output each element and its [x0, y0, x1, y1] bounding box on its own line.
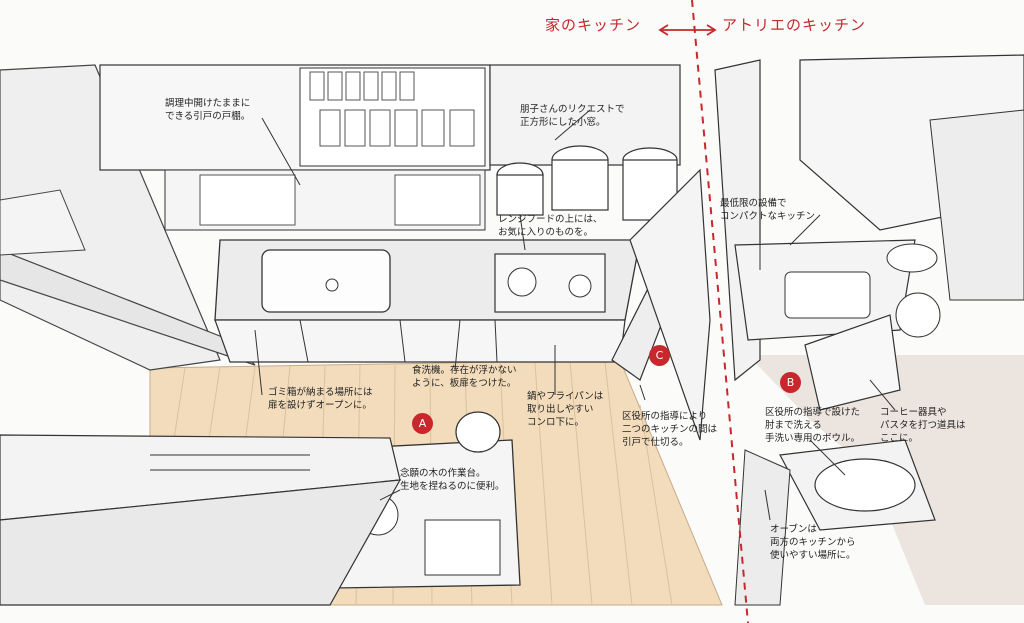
handwash-note: 区役所の指導で設けた 肘まで洗える 手洗い専用のボウル。: [765, 407, 861, 444]
worktable-note: 念願の木の作業台。 生地を捏ねるのに便利。: [400, 468, 505, 492]
oven-note: オーブンは 両方のキッチンから 使いやすい場所に。: [770, 524, 856, 561]
home-kitchen-heading: 家のキッチン: [545, 16, 642, 34]
coffee-shelf: [804, 314, 901, 411]
partition-wall: [629, 168, 711, 441]
atelier-kitchen-heading: アトリエのキッチン: [722, 16, 867, 34]
divider-line: [691, 0, 749, 623]
leader-lines: [254, 109, 896, 521]
double-arrow: [658, 24, 717, 36]
pans-note: 鍋やフライパンは 取り出しやすい コンロ下に。: [527, 391, 604, 428]
left-cabinet: [0, 189, 86, 256]
minimal-note: 最低限の設備で コンパクトなキッチン: [720, 198, 816, 222]
partition-note: 区役所の指導により 二つのキッチンの間は 引戸で仕切る。: [622, 411, 718, 448]
sink: [261, 249, 391, 313]
window-note: 朋子さんのリクエストで 正方形にした小窓。: [520, 104, 625, 128]
atelier-sink: [784, 271, 871, 319]
trash-note: ゴミ箱が納まる場所には 扉を設けずオープンに。: [268, 387, 373, 411]
marker-a: A: [412, 413, 433, 434]
lower-cabinets: [214, 319, 626, 363]
coffee-note: コーヒー器具や パスタを打つ道具は ここに。: [880, 407, 966, 444]
spice-jars: [309, 71, 475, 147]
hood-note: レンジフードの上には、 お気に入りのものを。: [498, 214, 603, 238]
marker-b: B: [780, 372, 801, 393]
dishwasher-note: 食洗機。存在が浮かない ように、板扉をつけた。: [412, 365, 517, 389]
left-fridge: [0, 249, 256, 366]
shelf-note: 調理中開けたままに できる引戸の戸棚。: [165, 98, 251, 122]
marker-c: C: [649, 345, 670, 366]
handwash-bowl: [814, 458, 916, 512]
